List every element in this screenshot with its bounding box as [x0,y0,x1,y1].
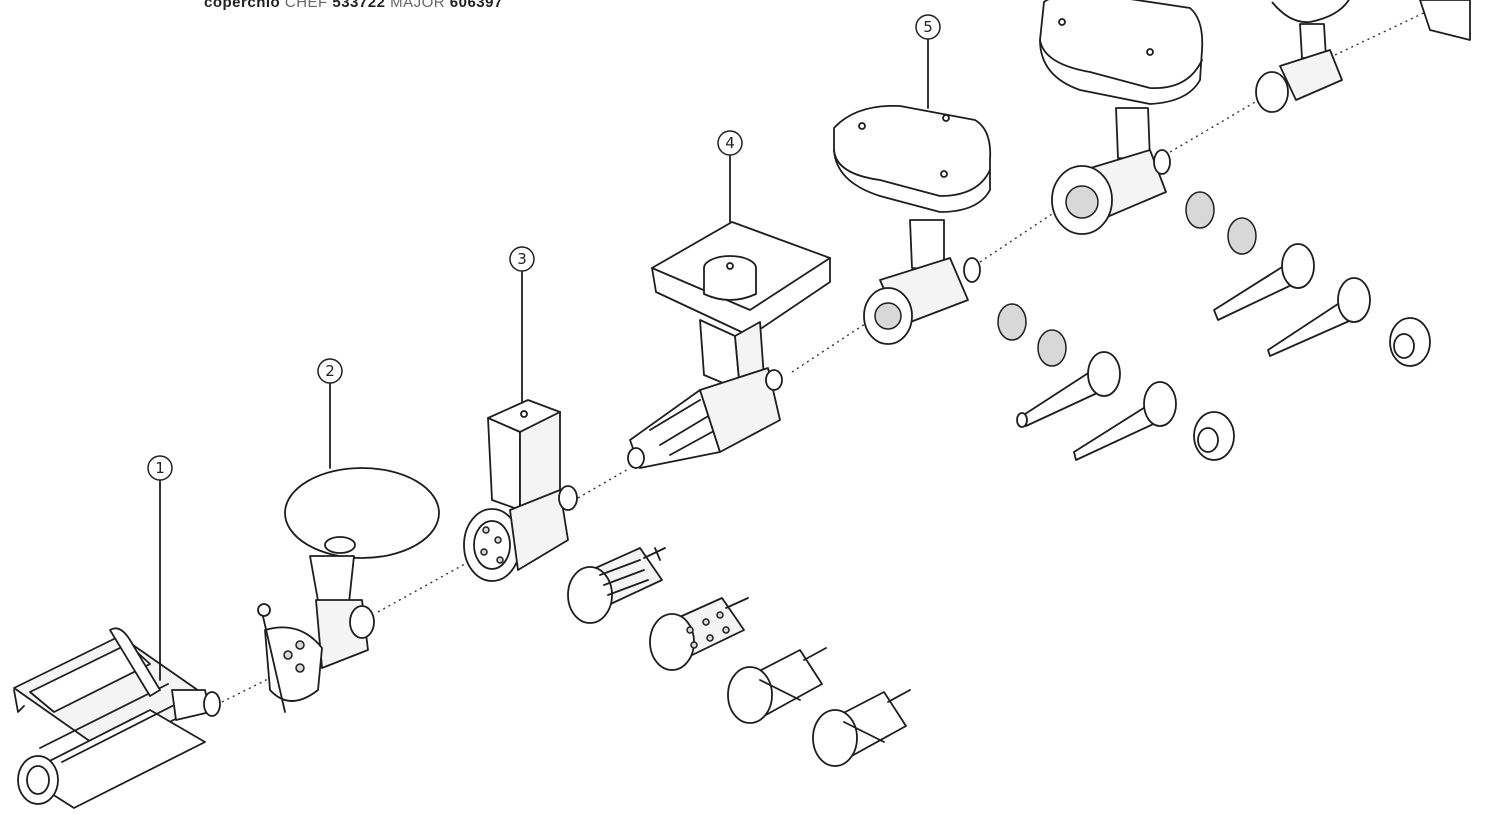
cutting-drums [567,547,911,767]
mincer-plate-fine [1037,329,1067,367]
sausage-nozzle-upper-large [1213,243,1315,321]
sausage-nozzle-large [1016,351,1121,428]
pasta-roller-attachment [13,627,221,809]
mincer-attachment [833,104,992,345]
callout-4-label: 4 [725,134,735,152]
drum-coarse-grater [649,597,749,671]
assembly-axis [221,9,1431,703]
callout-3: 3 [509,246,535,272]
callout-1: 1 [147,455,173,481]
juicer-attachment [627,221,831,469]
drum-thick-slicer [727,647,827,724]
callout-1-label: 1 [155,459,165,477]
callout-2: 2 [317,358,343,384]
mincer-accessories-upper [1185,191,1431,367]
slicer-shredder-body [463,399,578,582]
funnel-slicer-attachment [257,467,440,713]
mincer-accessories-lower [997,303,1235,461]
drum-thin-slicer [812,689,911,767]
caption-major-code: 606397 [449,0,503,11]
sausage-nozzle-upper-small [1267,277,1371,357]
caption-major-label: MAJOR [390,0,446,11]
callout-3-label: 3 [517,250,527,268]
caption-chef-label: CHEF [284,0,328,11]
parts-caption: coperchio CHEF 533722 MAJOR 606397 [204,0,503,11]
drum-fine-grater [567,547,666,624]
kibbe-cone-lower [1193,411,1235,461]
mincer-plate-coarse [997,303,1027,341]
kibbe-cone-upper [1389,317,1431,367]
caption-chef-code: 533722 [332,0,386,11]
second-mincer-attachment [1039,0,1204,235]
sausage-nozzle-small [1073,381,1177,461]
caption-word: coperchio [204,0,281,11]
callout-4: 4 [717,130,743,156]
callout-2-label: 2 [325,362,335,380]
callout-5: 5 [915,14,941,40]
callout-leaders [159,39,929,681]
top-right-press [1255,0,1471,113]
mincer-plate-upper-fine [1227,217,1257,255]
callout-5-label: 5 [923,18,933,36]
mincer-plate-upper-coarse [1185,191,1215,229]
